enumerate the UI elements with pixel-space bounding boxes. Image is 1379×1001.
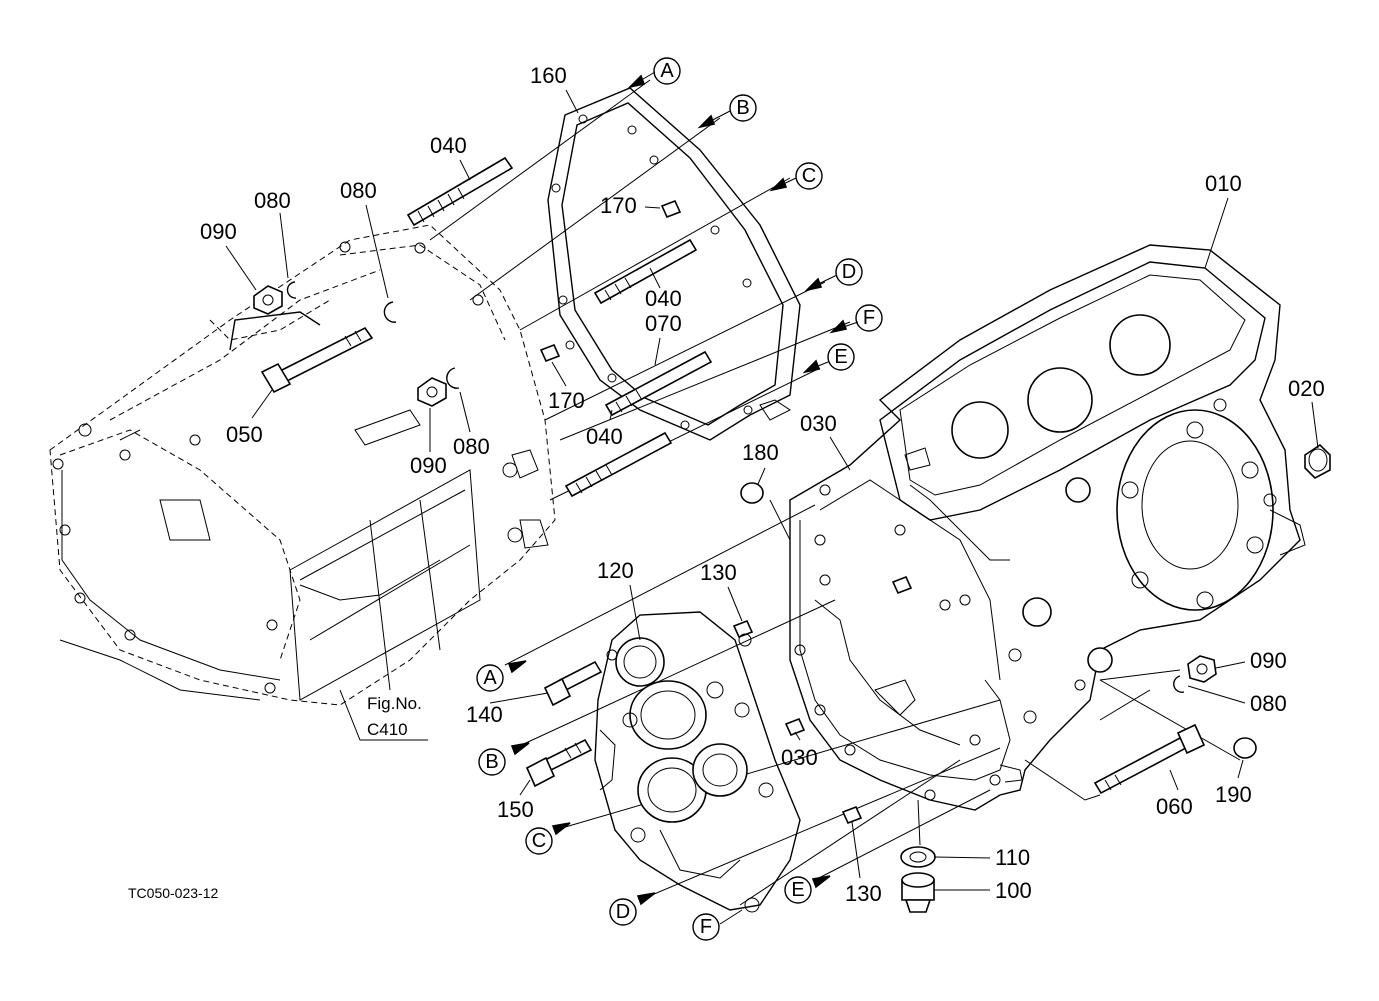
- label-130-lower: 130: [845, 881, 882, 906]
- callout-B-bottom: B: [478, 742, 530, 776]
- callout-F-bottom: F: [692, 909, 743, 941]
- label-080-left: 080: [254, 188, 291, 213]
- stud-070: [604, 350, 713, 417]
- svg-text:B: B: [736, 97, 749, 119]
- label-110: 110: [995, 845, 1030, 870]
- svg-text:F: F: [863, 307, 875, 329]
- label-160: 160: [530, 63, 567, 88]
- label-060: 060: [1156, 794, 1193, 819]
- dowel-170-top: [660, 199, 682, 219]
- bolt-150: [525, 738, 593, 788]
- label-030-top: 030: [800, 411, 837, 436]
- label-150: 150: [497, 797, 534, 822]
- label-090-left: 090: [200, 219, 237, 244]
- label-100: 100: [995, 878, 1032, 903]
- label-170-lower: 170: [548, 388, 585, 413]
- stud-040-top: [406, 156, 514, 227]
- label-080-mid2: 080: [453, 434, 490, 459]
- washer-080-mid: [383, 301, 397, 323]
- dowel-030-lower: [784, 717, 806, 737]
- label-020: 020: [1288, 376, 1325, 401]
- fig-ref-line2: C410: [367, 720, 408, 739]
- callout-D-bottom: D: [609, 892, 656, 926]
- bolt-060: [1093, 723, 1206, 795]
- nut-090-mid: [417, 377, 447, 407]
- label-070: 070: [645, 311, 682, 336]
- label-leaders: [225, 89, 1319, 891]
- callout-D-top: D: [804, 258, 863, 292]
- label-040-lower: 040: [586, 424, 623, 449]
- cover-120: [594, 611, 801, 913]
- bolt-050: [260, 326, 374, 394]
- part-labels: 160 040 080 080 090 170 040 070 170 050 …: [200, 63, 1325, 906]
- label-050: 050: [226, 422, 263, 447]
- label-130-upper: 130: [700, 560, 737, 585]
- label-080-mid: 080: [340, 178, 377, 203]
- fig-ref-line1: Fig.No.: [367, 694, 422, 713]
- callout-A-bottom: A: [476, 660, 527, 692]
- svg-text:F: F: [700, 916, 712, 938]
- label-090-mid: 090: [410, 453, 447, 478]
- front-housing: [49, 224, 556, 706]
- nut-090-left: [253, 285, 283, 315]
- svg-text:A: A: [483, 667, 497, 689]
- callout-C-top: C: [769, 162, 823, 192]
- svg-text:A: A: [660, 60, 674, 82]
- svg-text:C: C: [532, 830, 546, 852]
- drawing-code: TC050-023-12: [128, 885, 218, 901]
- svg-text:E: E: [834, 346, 847, 368]
- plug-190: [1233, 737, 1257, 759]
- bolt-140: [543, 660, 603, 707]
- washer-080-mid2: [446, 367, 460, 389]
- callout-E-bottom: E: [784, 875, 831, 904]
- gasket-110: [900, 846, 936, 868]
- svg-text:C: C: [802, 165, 816, 187]
- drain-plug-100: [901, 872, 935, 913]
- callout-F-top: F: [829, 304, 883, 334]
- stud-040-lower: [564, 431, 673, 498]
- dowel-170-lower: [539, 343, 561, 363]
- main-housing-010: [789, 244, 1306, 811]
- nut-090-right: [1187, 655, 1217, 683]
- svg-text:D: D: [616, 901, 630, 923]
- label-030-lower: 030: [781, 745, 818, 770]
- svg-text:B: B: [485, 751, 498, 773]
- stud-040-middle: [593, 238, 698, 305]
- label-140: 140: [466, 702, 503, 727]
- callout-C-bottom: C: [525, 822, 571, 855]
- svg-text:D: D: [842, 261, 856, 283]
- callout-A-top: A: [627, 57, 681, 89]
- label-010: 010: [1205, 171, 1242, 196]
- callout-B-top: B: [697, 94, 757, 129]
- gasket-160: [547, 87, 801, 441]
- label-120: 120: [597, 558, 634, 583]
- label-040-top: 040: [430, 133, 467, 158]
- plug-020: [1304, 443, 1331, 479]
- label-080-right: 080: [1250, 691, 1287, 716]
- svg-text:E: E: [791, 879, 804, 901]
- callout-E-top: E: [802, 343, 855, 374]
- plug-180: [740, 482, 764, 504]
- label-040-middle: 040: [645, 286, 682, 311]
- dowel-130-upper: [732, 619, 754, 639]
- label-170-top: 170: [600, 193, 637, 218]
- label-190: 190: [1215, 782, 1252, 807]
- figure-reference: Fig.No. C410: [367, 694, 422, 739]
- callout-letters: A B C D F E: [476, 57, 883, 941]
- label-180: 180: [742, 440, 779, 465]
- label-090-right: 090: [1250, 648, 1287, 673]
- washer-080-right: [1173, 675, 1185, 693]
- washer-080-left: [286, 281, 297, 299]
- dowel-130-lower: [841, 805, 863, 825]
- dowel-030-upper: [891, 575, 913, 595]
